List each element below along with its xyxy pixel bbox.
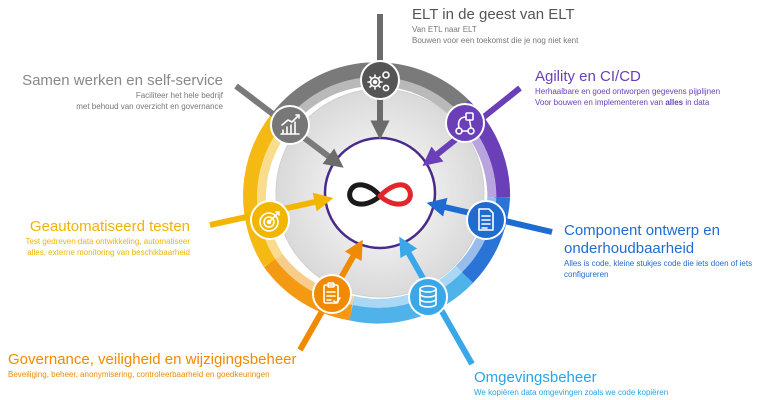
gears-icon [367, 71, 390, 92]
database-icon [419, 285, 437, 308]
infinity-logo-icon [347, 182, 413, 207]
pillar-component: Component ontwerp en onderhoudbaarheid A… [564, 222, 752, 280]
pillar-governance-title: Governance, veiligheid en wijzigingsbehe… [8, 351, 297, 368]
pillar-component-desc-2: configureren [564, 270, 609, 279]
target-icon [259, 211, 280, 232]
pillar-component-title-2: onderhoudbaarheid [564, 240, 695, 257]
icon-circle-testen [250, 200, 290, 240]
pillar-governance-desc: Beveiliging, beheer, anonymisering, cont… [8, 370, 270, 379]
icon-circle-agility [445, 103, 485, 143]
pillar-samen-desc-2: met behoud van overzicht en governance [76, 102, 223, 111]
growth-chart-icon [280, 114, 300, 135]
icon-circle-samen [270, 105, 310, 145]
ring-segment-yellow [243, 112, 285, 267]
pillar-samen-desc-1: Faciliteer het hele bedrijf [135, 91, 223, 100]
pipeline-icon [455, 112, 475, 135]
pillar-component-desc-1: Alles is code, kleine stukjes code die i… [564, 259, 753, 268]
icon-circle-elt [360, 60, 400, 100]
pillar-agility-desc-2: Voor bouwen en implementeren van alles i… [535, 98, 710, 107]
clipboard-icon [323, 282, 341, 304]
pillar-testen-desc-1: Test gedreven data ontwikkeling, automat… [25, 237, 190, 246]
icon-circle-component [466, 200, 506, 240]
pillar-samen-title: Samen werken en self-service [22, 72, 223, 89]
pillar-agility: Agility en CI/CD Herhaalbare en goed ont… [535, 68, 720, 108]
ring-segment-blue [461, 196, 511, 283]
icon-circle-governance [312, 274, 352, 314]
pillar-testen-desc-2: alles, externe monitoring van beschikbaa… [27, 248, 190, 257]
document-icon [478, 208, 494, 231]
pillar-omgeving-title: Omgevingsbeheer [474, 369, 597, 386]
pillar-elt-title: ELT in de geest van ELT [412, 6, 575, 23]
pillar-component-title-1: Component ontwerp en [564, 222, 720, 239]
pillar-agility-title: Agility en CI/CD [535, 68, 641, 85]
pillar-elt-desc-1: Van ETL naar ELT [412, 25, 477, 34]
pillar-elt-desc-2: Bouwen voor een toekomst die je nog niet… [412, 36, 579, 45]
pillar-agility-desc-1: Herhaalbare en goed ontworpen gegevens p… [535, 87, 721, 96]
pillar-governance: Governance, veiligheid en wijzigingsbehe… [8, 351, 297, 380]
pillar-testen-title: Geautomatiseerd testen [29, 218, 190, 235]
pillar-samen: Samen werken en self-service Faciliteer … [8, 72, 223, 112]
icon-circle-omgeving [408, 277, 448, 317]
pillar-elt: ELT in de geest van ELT Van ETL naar ELT… [412, 6, 578, 46]
pillar-testen: Geautomatiseerd testen Test gedreven dat… [0, 218, 190, 258]
pillar-omgeving: Omgevingsbeheer We kopiëren data omgevin… [474, 369, 668, 398]
pillar-omgeving-desc: We kopiëren data omgevingen zoals we cod… [474, 388, 669, 397]
